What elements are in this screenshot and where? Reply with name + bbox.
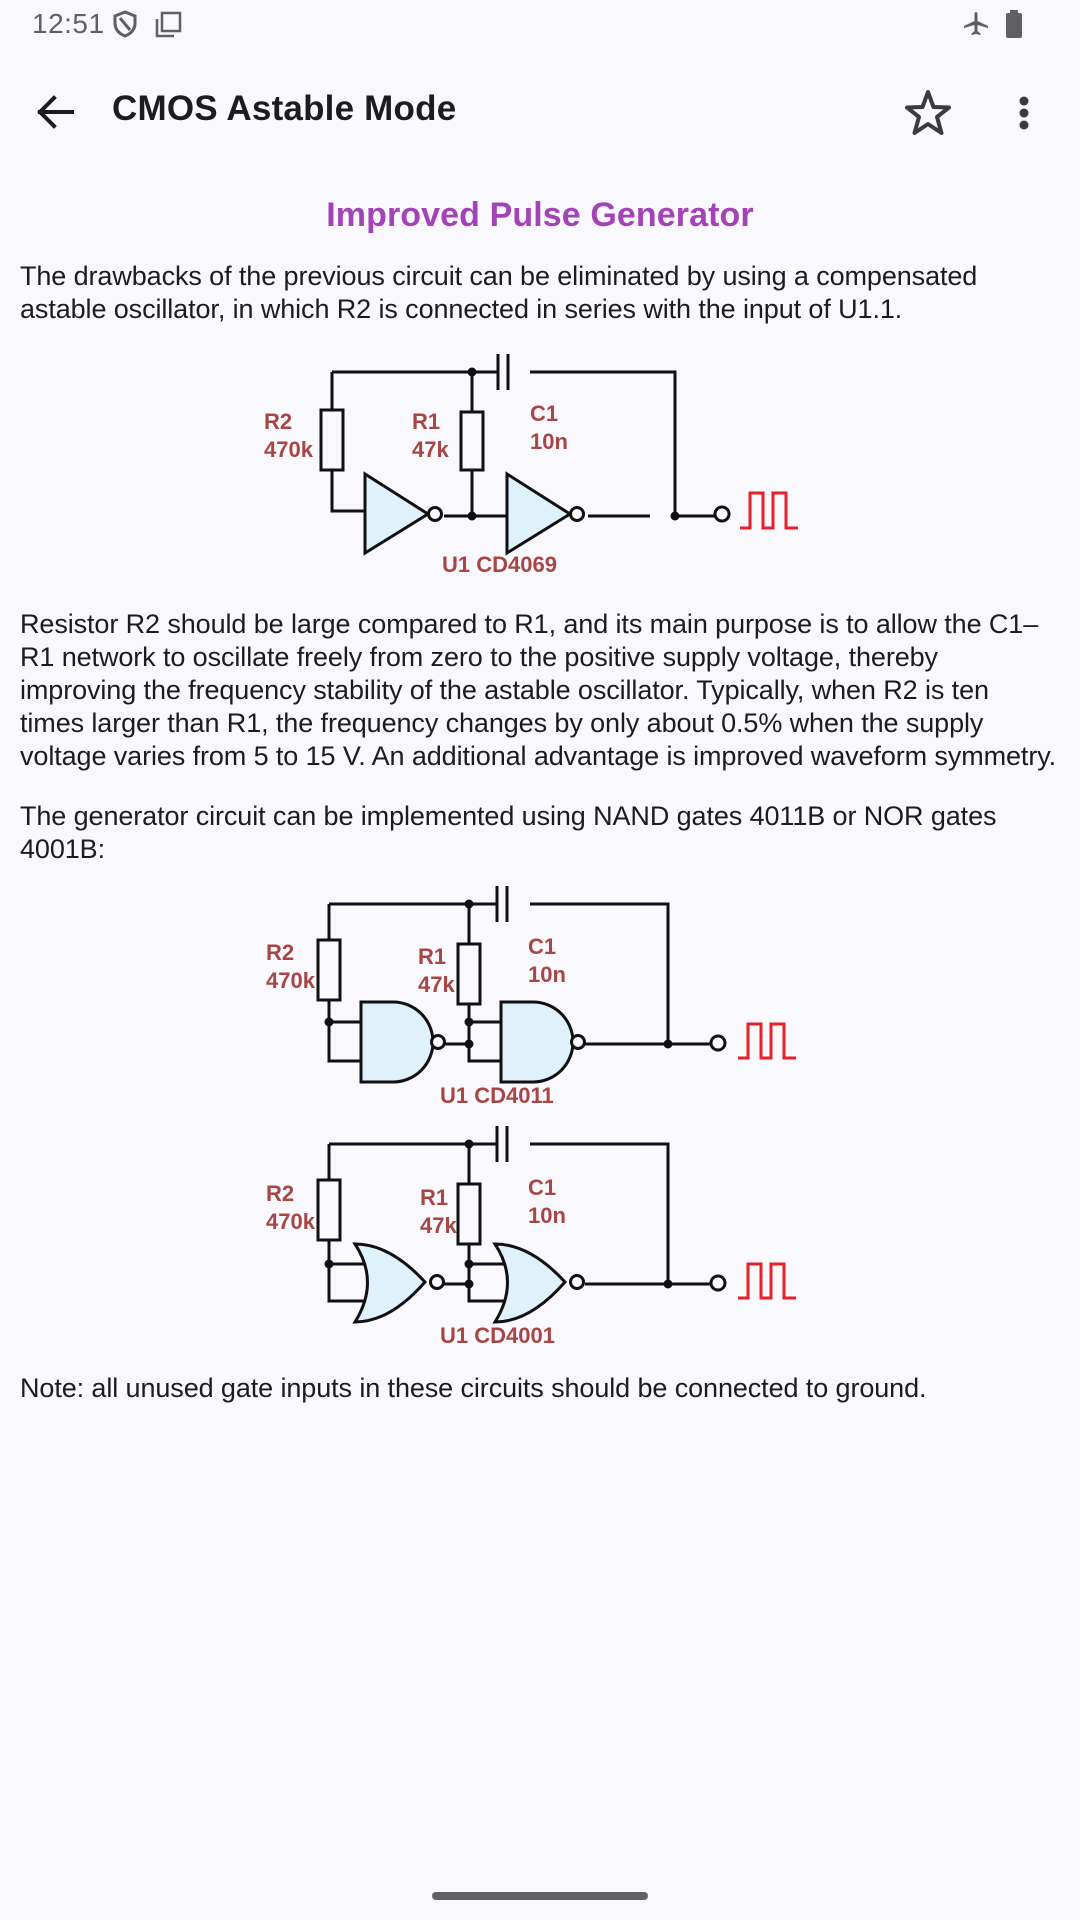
output-terminal: [709, 1034, 727, 1052]
circuit-diagram-nand: R2 470k R1 47k C1 10n U1 CD4011: [240, 878, 840, 1118]
ic-label: U1 CD4011: [440, 1083, 554, 1108]
nand-bubble: [570, 1034, 586, 1050]
wire: [327, 904, 363, 1063]
battery-icon: [1006, 10, 1022, 38]
resistor-r2: [319, 408, 345, 472]
status-time: 12:51: [32, 8, 105, 39]
resistor-r1: [456, 942, 482, 1006]
capacitor-c1: [496, 354, 510, 390]
r1-value: 47k: [412, 437, 449, 462]
resistor-r1: [459, 410, 485, 472]
screenshot-icon: [155, 11, 182, 38]
inverter-gate-1: [363, 471, 431, 556]
more-vertical-icon: [1019, 96, 1029, 130]
junction: [324, 1259, 334, 1269]
nor-bubble: [429, 1274, 445, 1290]
circuit-diagram-nor: R2 470k R1 47k C1 10n U1 CD4001: [240, 1118, 840, 1358]
arrow-left-icon: [37, 95, 74, 129]
nand-gate-1: [359, 1000, 435, 1084]
output-terminal: [713, 505, 731, 523]
more-options-button[interactable]: [1000, 86, 1048, 142]
ic-label: U1 CD4001: [440, 1323, 555, 1348]
r2-name: R2: [266, 940, 294, 965]
app-bar: CMOS Astable Mode: [0, 64, 1080, 160]
status-bar: 12:51: [0, 0, 1080, 48]
square-wave-icon: [740, 491, 798, 530]
nand-gate-2: [499, 1000, 575, 1084]
nor-bubble: [569, 1274, 585, 1290]
wire: [467, 904, 503, 1063]
favorite-button[interactable]: [900, 86, 956, 142]
junction: [464, 899, 474, 909]
junction: [464, 1279, 474, 1289]
nor-gate-1: [352, 1242, 428, 1324]
resistor-r2: [316, 1178, 342, 1242]
paragraph-r2-explanation: Resistor R2 should be large compared to …: [20, 609, 1057, 771]
resistor-r2: [316, 938, 342, 1002]
r2-value: 470k: [266, 968, 316, 993]
c1-name: C1: [530, 401, 558, 426]
schematic-nor: R2 470k R1 47k C1 10n U1 CD4001: [266, 1126, 796, 1348]
section-heading: Improved Pulse Generator: [326, 196, 754, 234]
r1-name: R1: [418, 944, 446, 969]
inverter-gate-2: [505, 471, 573, 556]
resistor-r1: [456, 1182, 482, 1246]
ic-label: U1 CD4069: [442, 552, 557, 577]
inverter-bubble: [569, 506, 585, 522]
wire: [327, 1144, 370, 1303]
schematic-inverter: R2 470k R1 47k C1 10n U1 CD4069: [264, 354, 798, 577]
junction: [467, 367, 477, 377]
junction: [464, 1017, 474, 1027]
r1-value: 47k: [420, 1213, 457, 1238]
junction: [464, 1139, 474, 1149]
shield-icon: [113, 10, 137, 38]
output-terminal: [709, 1274, 727, 1292]
r1-value: 47k: [418, 972, 455, 997]
r2-name: R2: [264, 409, 292, 434]
square-wave-icon: [738, 1022, 796, 1060]
r2-name: R2: [266, 1181, 294, 1206]
wire: [467, 1144, 510, 1303]
junction: [324, 1017, 334, 1027]
c1-name: C1: [528, 934, 556, 959]
inverter-bubble: [427, 506, 443, 522]
c1-value: 10n: [530, 429, 568, 454]
circuit-diagram-inverter: R2 470k R1 47k C1 10n U1 CD4069: [240, 346, 840, 586]
capacitor-c1: [495, 1126, 509, 1162]
junction: [663, 1039, 673, 1049]
nor-gate-2: [492, 1242, 568, 1324]
r1-name: R1: [412, 409, 440, 434]
junction: [464, 1039, 474, 1049]
airplane-mode-icon: [964, 12, 988, 35]
r2-value: 470k: [266, 1209, 316, 1234]
r1-name: R1: [420, 1185, 448, 1210]
page-title: CMOS Astable Mode: [112, 89, 457, 128]
junction: [464, 1259, 474, 1269]
c1-value: 10n: [528, 1203, 566, 1228]
article-content: Improved Pulse Generator The drawbacks o…: [20, 196, 1060, 1405]
nand-bubble: [430, 1034, 446, 1050]
capacitor-c1: [495, 886, 509, 922]
gesture-nav-handle[interactable]: [432, 1892, 648, 1900]
c1-name: C1: [528, 1175, 556, 1200]
schematic-nand: R2 470k R1 47k C1 10n U1 CD4011: [266, 886, 796, 1108]
paragraph-note: Note: all unused gate inputs in these ci…: [20, 1373, 927, 1403]
wire: [330, 372, 368, 513]
junction: [663, 1279, 673, 1289]
back-button[interactable]: [30, 86, 82, 138]
square-wave-icon: [738, 1262, 796, 1300]
junction: [670, 511, 680, 521]
paragraph-implementation: The generator circuit can be implemented…: [20, 801, 997, 864]
star-outline-icon: [905, 90, 951, 135]
c1-value: 10n: [528, 962, 566, 987]
r2-value: 470k: [264, 437, 314, 462]
junction: [467, 511, 477, 521]
paragraph-intro: The drawbacks of the previous circuit ca…: [20, 261, 978, 324]
